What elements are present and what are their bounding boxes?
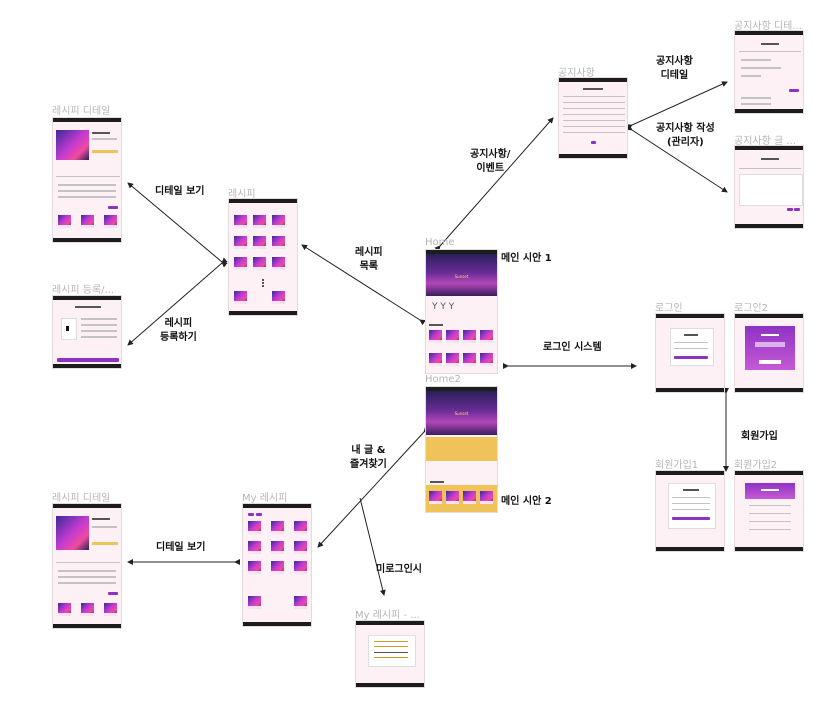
frame-notice-write[interactable]: [734, 145, 804, 229]
frame-notice[interactable]: [558, 77, 628, 159]
frame-title-home: Home: [425, 237, 455, 248]
frame-home[interactable]: Sunset Y Y Y: [425, 249, 498, 374]
label-notice-event: 공지사항/이벤트: [470, 149, 511, 174]
label-login-system: 로그인 시스템: [543, 342, 602, 353]
arrow-notice-to-write: [626, 124, 728, 193]
frame-title-home2: Home2: [425, 374, 461, 385]
frame-title-login: 로그인: [655, 303, 683, 314]
frame-title-notice-detail: 공지사항 디테...: [734, 21, 802, 32]
arrow-notice-to-detail: [626, 81, 728, 130]
frame-home2[interactable]: Sunset: [425, 386, 498, 513]
label-notice-write: 공지사항 작성(관리자): [656, 123, 715, 148]
frame-my-recipe[interactable]: [242, 503, 312, 627]
arrow-home2-to-my-recipe: [317, 426, 430, 548]
frame-title-my-recipe-guest: My 레시피 - ...: [355, 610, 420, 621]
frame-title-recipe-register: 레시피 등록/...: [52, 285, 115, 296]
label-main-draft-2: 메인 시안 2: [501, 496, 552, 507]
arrow-recipe-to-detail: [127, 182, 228, 268]
frame-login[interactable]: [655, 313, 725, 393]
frame-recipe[interactable]: [228, 198, 298, 316]
label-detail-view-2: 디테일 보기: [156, 542, 206, 553]
frame-title-signup2: 회원가입2: [734, 460, 778, 471]
frame-title-notice: 공지사항: [558, 68, 595, 79]
arrow-home2-to-guest: [359, 497, 386, 596]
frame-title-login2: 로그인2: [734, 303, 768, 314]
frame-title-recipe-detail: 레시피 디테일: [52, 106, 111, 117]
arrow-home-to-recipe: [301, 244, 426, 326]
arrow-home-to-notice: [434, 117, 554, 252]
frame-title-recipe: 레시피: [228, 189, 256, 200]
frame-title-notice-write: 공지사항 글 ...: [734, 136, 796, 147]
cocktail-icons: Y Y Y: [432, 302, 455, 312]
label-detail-view-1: 디테일 보기: [155, 186, 205, 197]
frame-signup1[interactable]: [655, 470, 725, 552]
frame-title-my-recipe: My 레시피: [242, 493, 288, 504]
frame-login2[interactable]: [734, 313, 804, 393]
label-signup: 회원가입: [741, 431, 778, 442]
label-not-logged-in: 미로그인시: [376, 564, 422, 575]
frame-title-signup1: 회원가입1: [655, 460, 699, 471]
label-my-posts: 내 글 &즐겨찾기: [350, 445, 387, 470]
frame-recipe-register[interactable]: [52, 295, 122, 369]
frame-my-recipe-guest[interactable]: [355, 620, 425, 688]
frame-recipe-detail[interactable]: [52, 117, 122, 243]
frame-notice-detail[interactable]: [734, 30, 804, 114]
arrow-recipe-to-register: [127, 257, 228, 346]
label-main-draft-1: 메인 시안 1: [501, 253, 552, 264]
frame-recipe-detail-2[interactable]: [52, 503, 122, 629]
frame-signup2[interactable]: [734, 470, 804, 552]
frame-title-recipe-detail-2: 레시피 디테일: [52, 493, 111, 504]
